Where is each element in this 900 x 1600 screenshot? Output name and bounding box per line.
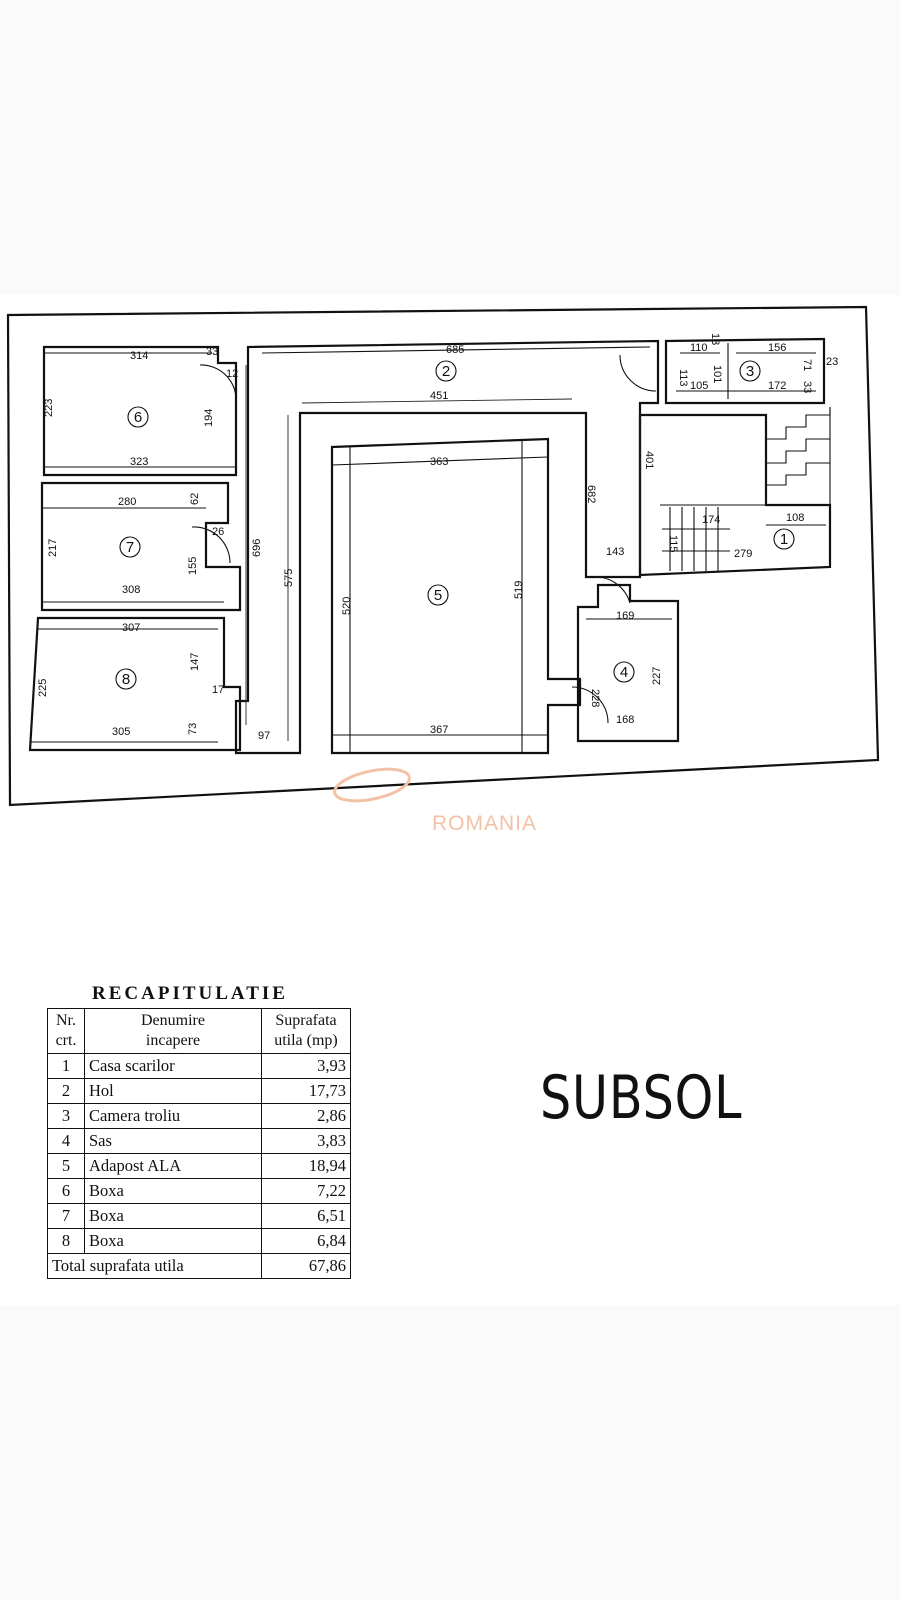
dim-685: 685 [446,344,464,356]
room-4-walls [576,583,680,743]
room-marker-8: 8 [115,668,137,690]
dim-451: 451 [430,390,448,402]
room-marker-6: 6 [127,406,149,428]
dim-575: 575 [283,569,295,587]
dim-305: 305 [112,726,130,738]
dim-279: 279 [734,548,752,560]
total-row: Total suprafata utila 67,86 [47,1253,351,1279]
room-6-walls [42,345,238,477]
dim-696: 696 [251,539,263,557]
dim-97: 97 [258,730,270,742]
dim-110: 110 [690,342,708,354]
dim-105: 105 [690,380,708,392]
room-marker-5: 5 [427,584,449,606]
dim-280: 280 [118,496,136,508]
dim-172: 172 [768,380,786,392]
room-marker-1: 1 [773,528,795,550]
watermark-text: ROMANIA [432,812,537,835]
dim-363: 363 [430,456,448,468]
dim-169: 169 [616,610,634,622]
dim-113: 113 [677,369,689,387]
dim-26: 26 [212,526,224,538]
dim-168: 168 [616,714,634,726]
dim-147: 147 [189,653,201,671]
dim-228: 228 [589,689,601,707]
svg-text:8: 8 [122,671,130,688]
room-8-walls [28,616,242,752]
watermark-logo [333,767,411,803]
room-marker-4: 4 [613,661,635,683]
dim-33b: 33 [801,381,813,393]
floor-plan-drawing: 314 33 12 223 194 323 280 62 26 217 155 … [6,305,880,835]
dim-101: 101 [711,365,723,383]
room-3-walls [664,337,826,405]
room-marker-2: 2 [435,360,457,382]
svg-text:6: 6 [134,409,142,426]
svg-text:2: 2 [442,363,450,380]
dim-17: 17 [212,684,224,696]
room-marker-7: 7 [119,536,141,558]
dim-143: 143 [606,546,624,558]
dim-217: 217 [47,539,59,557]
dim-401: 401 [643,451,655,469]
dim-223: 223 [43,399,55,417]
dim-71: 71 [801,359,813,371]
total-label: Total suprafata utila [47,1253,262,1279]
svg-text:5: 5 [434,587,442,604]
stair-steps [662,407,831,571]
svg-text:7: 7 [126,539,134,556]
recap-title: RECAPITULATIE [92,983,288,1004]
dim-520: 520 [341,597,353,615]
dim-367: 367 [430,724,448,736]
dim-115: 115 [667,535,679,553]
dim-194: 194 [203,409,215,427]
dim-12: 12 [226,368,238,380]
dim-519: 519 [513,581,525,599]
dim-227: 227 [651,667,663,685]
dim-314: 314 [130,350,148,362]
total-value: 67,86 [261,1253,351,1279]
level-label: SUBSOL [540,1063,743,1133]
dim-156: 156 [768,342,786,354]
room-marker-3: 3 [739,360,761,382]
dim-682: 682 [585,485,597,503]
dim-23: 23 [826,356,838,368]
dim-323: 323 [130,456,148,468]
header-nr: Nr.crt. [47,1008,85,1054]
room-7-walls [40,481,242,612]
floor-plan-document: 314 33 12 223 194 323 280 62 26 217 155 … [0,295,900,1305]
dim-62: 62 [189,493,201,505]
room-5-walls [330,437,582,755]
dim-225: 225 [37,679,49,697]
dim-108: 108 [786,512,804,524]
dim-73: 73 [187,723,199,735]
dim-307: 307 [122,622,140,634]
dim-308: 308 [122,584,140,596]
svg-text:1: 1 [780,531,788,548]
dim-13: 13 [709,333,721,345]
dim-155: 155 [187,557,199,575]
svg-text:3: 3 [746,363,754,380]
dim-33a: 33 [206,346,218,358]
plot-boundary [6,305,880,807]
room-2-walls [234,339,660,755]
dim-174: 174 [702,514,720,526]
svg-text:4: 4 [620,664,628,681]
